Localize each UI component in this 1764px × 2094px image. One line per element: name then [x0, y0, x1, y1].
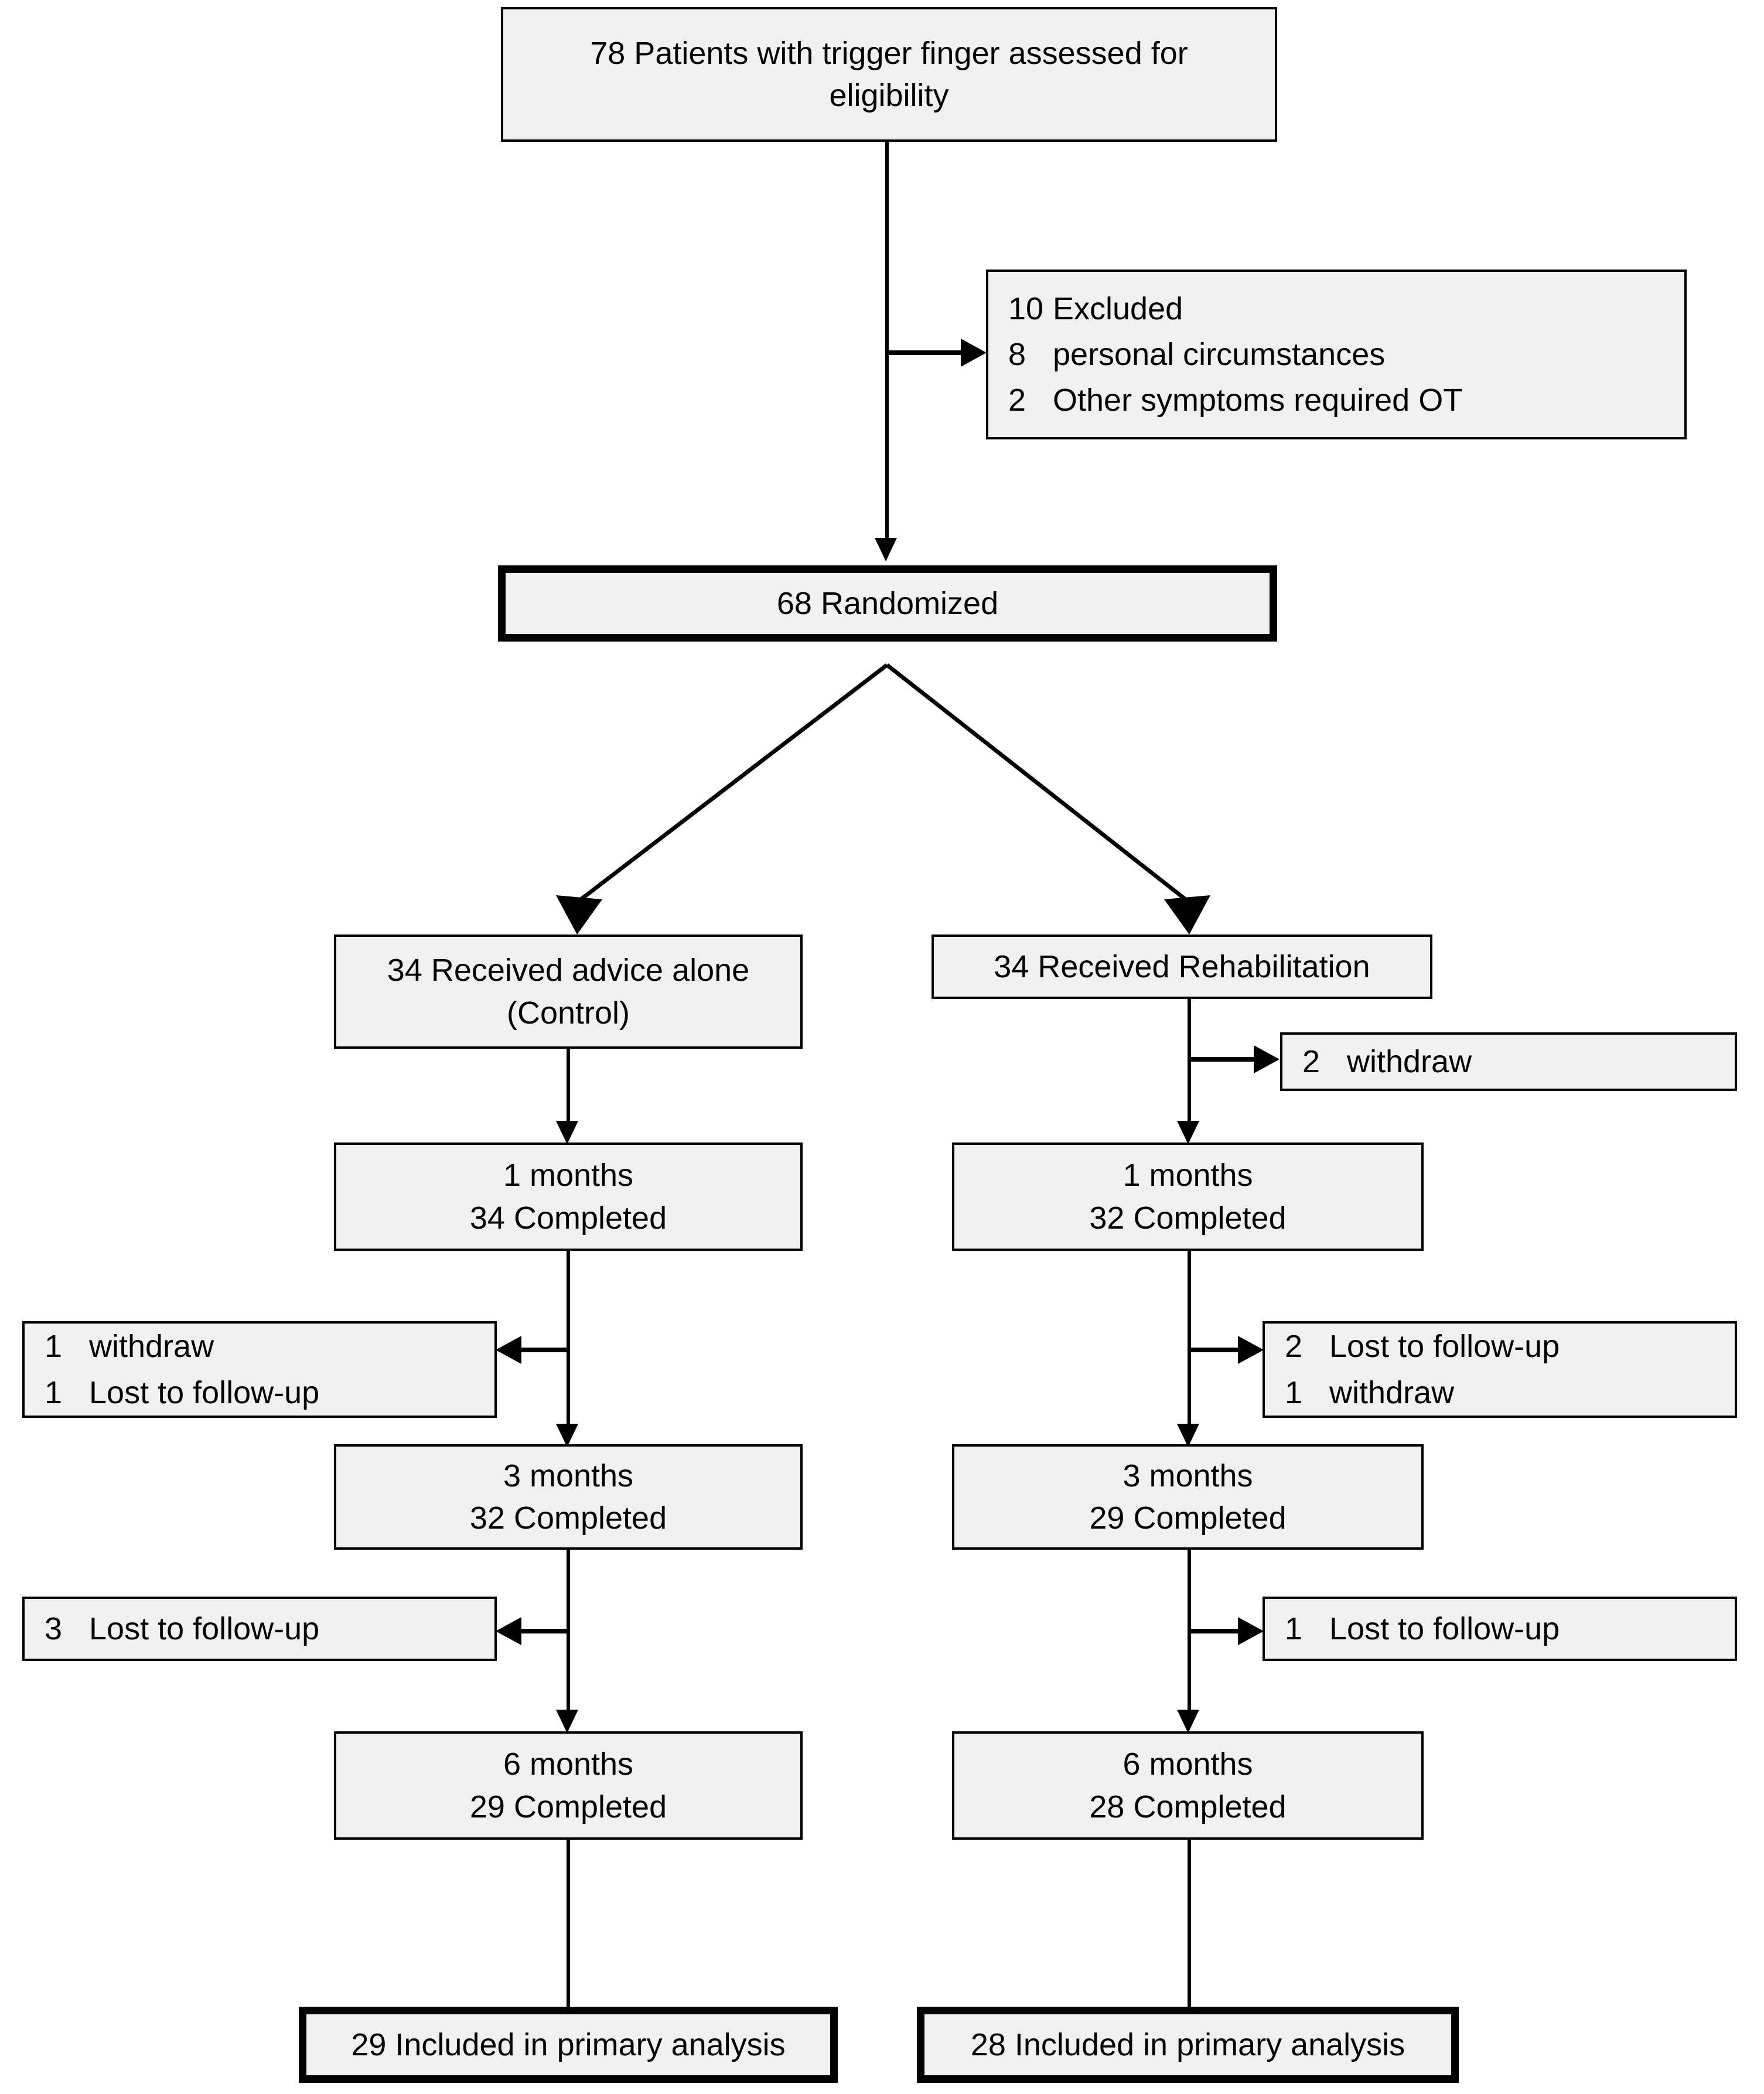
node-control-arm: 34 Received advice alone (Control) — [334, 935, 803, 1049]
connector-control-3m-to-dropout — [521, 1629, 569, 1633]
connector-to-excluded — [887, 350, 964, 355]
control-dropout-3m-row-1-count: 3 — [45, 1611, 63, 1646]
arrow-enrollment-to-randomized — [875, 538, 897, 561]
node-control-dropout-1m: 1 withdraw 1 Lost to follow-up — [22, 1321, 497, 1418]
rehab-6m-line2: 28 Completed — [1089, 1789, 1287, 1824]
rehab-withdraw-0-label: withdraw — [1347, 1043, 1472, 1079]
arrow-control-1m-to-dropout — [496, 1336, 521, 1364]
control-6m-line2: 29 Completed — [469, 1789, 667, 1824]
control-1m-line2: 34 Completed — [469, 1200, 667, 1236]
rehab-arm-line1: 34 Received Rehabilitation — [994, 949, 1370, 984]
control-1m-line1: 1 months — [503, 1158, 634, 1193]
control-dropout-3m-row-1-label: Lost to follow-up — [89, 1611, 320, 1646]
connector-rehab-arm-to-1m — [1188, 999, 1191, 1134]
control-dropout-1m-row-2-count: 1 — [45, 1375, 63, 1410]
connector-rehab-1m-to-3m — [1188, 1251, 1191, 1438]
arrow-control-1m-to-3m — [556, 1424, 578, 1447]
arrow-control-arm-to-1m — [556, 1121, 578, 1144]
rehab-dropout-3m-row-1-count: 1 — [1285, 1611, 1303, 1646]
node-control-dropout-3m: 3 Lost to follow-up — [22, 1597, 497, 1661]
arrow-rehab-1m-to-dropout — [1238, 1336, 1264, 1364]
node-control-6m: 6 months 29 Completed — [334, 1731, 803, 1840]
rehab-dropout-1m-row-1-label: Lost to follow-up — [1329, 1329, 1560, 1365]
rehab-dropout-3m-row-1: 1 Lost to follow-up — [1285, 1606, 1723, 1652]
arrow-rehab-to-withdraw0 — [1254, 1045, 1280, 1073]
node-control-1m: 1 months 34 Completed — [334, 1143, 803, 1251]
node-control-3m: 3 months 32 Completed — [334, 1444, 803, 1550]
node-excluded: 10 Excluded 8 personal circumstances 2 O… — [986, 270, 1687, 439]
excluded-row-3: 2 Other symptoms required OT — [1008, 377, 1673, 423]
control-arm-line2: (Control) — [506, 995, 630, 1031]
randomized-label: 68 Randomized — [776, 585, 999, 621]
connector-rehab-to-withdraw0 — [1189, 1057, 1257, 1062]
connector-rehab-6m-to-analysis — [1188, 1840, 1191, 2024]
control-dropout-1m-row-1: 1 withdraw — [45, 1324, 483, 1369]
node-rehab-withdraw-0: 2 withdraw — [1280, 1032, 1737, 1091]
node-rehab-dropout-1m: 2 Lost to follow-up 1 withdraw — [1263, 1321, 1737, 1418]
rehab-6m-line1: 6 months — [1122, 1747, 1253, 1782]
node-randomized: 68 Randomized — [498, 565, 1277, 642]
excluded-row-2-count: 8 — [1008, 336, 1026, 372]
connector-control-6m-to-analysis — [567, 1840, 570, 2024]
rehab-dropout-1m-row-1-count: 2 — [1285, 1329, 1303, 1365]
connector-control-3m-to-6m — [567, 1550, 570, 1725]
arrow-control-3m-to-dropout — [496, 1617, 521, 1645]
connector-enrollment-to-randomized — [885, 142, 889, 552]
connector-control-1m-to-3m — [567, 1251, 570, 1438]
control-dropout-1m-row-1-count: 1 — [45, 1329, 63, 1365]
arrow-rehab-3m-to-dropout — [1238, 1617, 1264, 1645]
control-6m-line1: 6 months — [503, 1747, 634, 1782]
rehab-withdraw-0-row-1: 2 withdraw — [1302, 1039, 1723, 1084]
rehab-dropout-3m-row-1-label: Lost to follow-up — [1329, 1611, 1560, 1646]
arrow-control-3m-to-6m — [556, 1710, 578, 1733]
control-dropout-1m-row-2-label: Lost to follow-up — [89, 1375, 320, 1410]
control-3m-line1: 3 months — [503, 1458, 634, 1493]
connector-control-1m-to-dropout — [521, 1348, 569, 1352]
rehab-1m-line1: 1 months — [1122, 1158, 1253, 1193]
control-dropout-1m-row-1-label: withdraw — [89, 1329, 214, 1365]
node-rehab-arm: 34 Received Rehabilitation — [932, 935, 1432, 999]
connector-rehab-3m-to-dropout — [1189, 1629, 1241, 1633]
arrow-rehab-arm-to-1m — [1177, 1121, 1199, 1144]
excluded-row-1: 10 Excluded — [1008, 286, 1673, 332]
enrollment-line1: 78 Patients with trigger finger assessed… — [590, 35, 1188, 71]
arrow-to-excluded — [961, 339, 987, 367]
rehab-dropout-1m-row-2: 1 withdraw — [1285, 1370, 1723, 1416]
control-analysis-label: 29 Included in primary analysis — [351, 2027, 786, 2062]
excluded-row-2: 8 personal circumstances — [1008, 332, 1673, 377]
control-arm-line1: 34 Received advice alone — [387, 953, 750, 988]
excluded-row-2-label: personal circumstances — [1053, 336, 1386, 372]
control-3m-line2: 32 Completed — [469, 1500, 667, 1536]
rehab-3m-line2: 29 Completed — [1089, 1500, 1287, 1536]
rehab-dropout-1m-row-2-label: withdraw — [1329, 1375, 1455, 1410]
node-rehab-analysis: 28 Included in primary analysis — [917, 2007, 1459, 2083]
excluded-row-1-label: Excluded — [1053, 291, 1183, 326]
node-rehab-1m: 1 months 32 Completed — [952, 1143, 1424, 1251]
rehab-1m-line2: 32 Completed — [1089, 1200, 1287, 1236]
connector-rehab-1m-to-dropout — [1189, 1348, 1241, 1352]
connector-rehab-3m-to-6m — [1188, 1550, 1191, 1725]
rehab-analysis-label: 28 Included in primary analysis — [970, 2027, 1405, 2062]
arrow-rehab-1m-to-3m — [1177, 1424, 1199, 1447]
excluded-row-3-count: 2 — [1008, 383, 1026, 418]
enrollment-line2: eligibility — [829, 78, 949, 113]
node-rehab-3m: 3 months 29 Completed — [952, 1444, 1424, 1550]
node-control-analysis: 29 Included in primary analysis — [299, 2007, 838, 2083]
connector-control-arm-to-1m — [567, 1049, 570, 1134]
rehab-dropout-1m-row-1: 2 Lost to follow-up — [1285, 1324, 1723, 1369]
rehab-3m-line1: 3 months — [1122, 1458, 1253, 1493]
node-enrollment: 78 Patients with trigger finger assessed… — [501, 7, 1277, 142]
node-rehab-6m: 6 months 28 Completed — [952, 1731, 1424, 1840]
node-rehab-dropout-3m: 1 Lost to follow-up — [1263, 1597, 1737, 1661]
control-dropout-1m-row-2: 1 Lost to follow-up — [45, 1370, 483, 1416]
excluded-row-1-count: 10 — [1008, 291, 1044, 326]
rehab-withdraw-0-count: 2 — [1302, 1043, 1321, 1079]
excluded-row-3-label: Other symptoms required OT — [1053, 383, 1463, 418]
control-dropout-3m-row-1: 3 Lost to follow-up — [45, 1606, 483, 1652]
arrow-rehab-3m-to-6m — [1177, 1710, 1199, 1733]
rehab-dropout-1m-row-2-count: 1 — [1285, 1375, 1303, 1410]
